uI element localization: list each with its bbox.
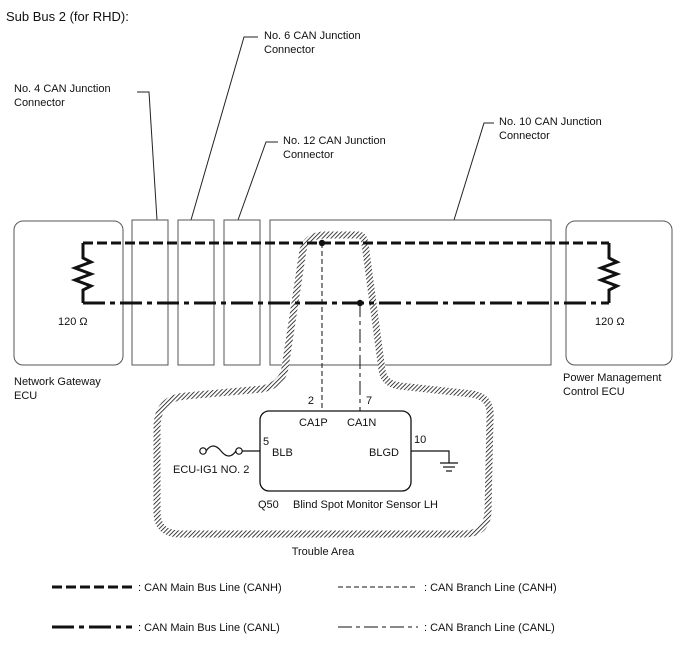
svg-text:Connector: Connector [499,130,550,142]
right-termination-resistor [596,243,622,303]
svg-text:No. 4 CAN Junction: No. 4 CAN Junction [14,83,111,95]
pin-label-ca1p: CA1P [299,417,328,429]
left-termination-resistor [70,243,96,303]
svg-text:Connector: Connector [283,149,334,161]
legend-canh-main-label: : CAN Main Bus Line (CANH) [138,582,282,594]
label-no12-junction: No. 12 CAN Junction Connector [283,135,386,161]
leader-no6 [190,36,258,221]
ground-wire [411,450,450,463]
label-no6-junction: No. 6 CAN Junction Connector [264,30,361,56]
svg-text:No. 6 CAN Junction: No. 6 CAN Junction [264,30,361,42]
leader-no4 [137,91,158,221]
pin-number-ca1n: 7 [366,395,372,407]
right-resistor-label: 120 Ω [595,316,625,328]
pin-number-blgd: 10 [414,434,426,446]
pin-label-ca1n: CA1N [347,417,376,429]
fuse-label: ECU-IG1 NO. 2 [173,464,249,476]
leader-no10 [453,122,494,221]
pin-label-blb: BLB [272,447,293,459]
svg-text:No. 12 CAN Junction: No. 12 CAN Junction [283,135,386,147]
svg-text:Connector: Connector [264,44,315,56]
pin-number-ca1p: 2 [308,395,314,407]
legend-canh-branch-label: : CAN Branch Line (CANH) [424,582,557,594]
network-gateway-ecu-box [13,220,124,366]
svg-text:No. 10 CAN Junction: No. 10 CAN Junction [499,116,602,128]
pin-number-blb: 5 [263,436,269,448]
legend-canl-branch-label: : CAN Branch Line (CANL) [424,622,555,634]
left-resistor-label: 120 Ω [58,316,88,328]
fuse-terminal-left [199,447,207,455]
trouble-area-label: Trouble Area [292,546,355,558]
fuse-icon [205,445,237,457]
pin-label-blgd: BLGD [369,447,399,459]
legend-canl-main-label: : CAN Main Bus Line (CANL) [138,622,280,634]
power-management-ecu-box [565,220,673,366]
sensor-name: Blind Spot Monitor Sensor LH [293,499,438,511]
fuse-terminal-right [235,447,243,455]
network-gateway-ecu-label: Network Gateway ECU [14,376,101,402]
svg-text:Network Gateway: Network Gateway [14,376,101,388]
svg-text:Control ECU: Control ECU [563,386,625,398]
trouble-area-outline [153,231,494,538]
power-management-ecu-label: Power Management Control ECU [563,372,661,398]
svg-text:Power Management: Power Management [563,372,661,384]
svg-text:Connector: Connector [14,97,65,109]
sensor-code: Q50 [258,499,279,511]
label-no4-junction: No. 4 CAN Junction Connector [14,83,111,109]
diagram-title: Sub Bus 2 (for RHD): [6,9,129,24]
label-no10-junction: No. 10 CAN Junction Connector [499,116,602,142]
leader-no12 [237,141,278,221]
svg-text:ECU: ECU [14,390,37,402]
